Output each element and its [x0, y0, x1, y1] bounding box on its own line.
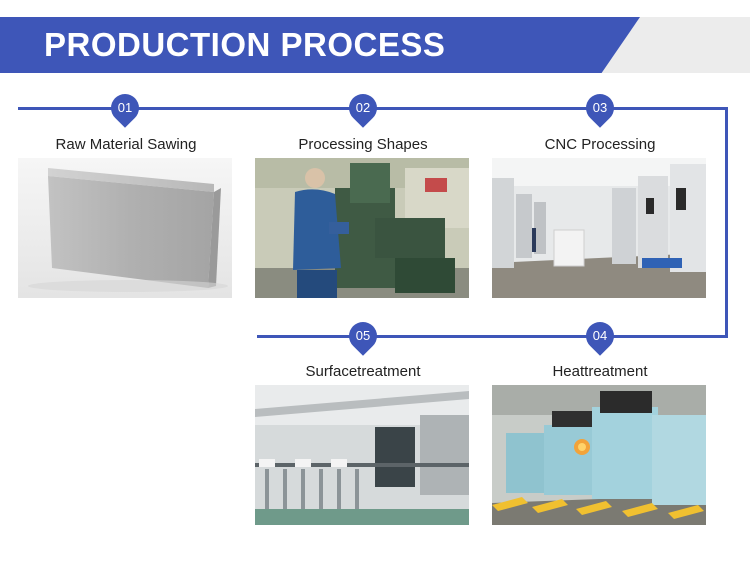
banner — [0, 17, 640, 73]
step-number-04: 04 — [592, 328, 608, 343]
flow-line-right — [725, 107, 728, 338]
step-title-05: Surfacetreatment — [305, 363, 421, 380]
step-number-03: 03 — [592, 100, 608, 115]
step-number-01: 01 — [117, 100, 133, 115]
step-title-01: Raw Material Sawing — [55, 136, 197, 153]
step-image-surface-treatment — [255, 385, 469, 525]
step-title-03: CNC Processing — [544, 136, 656, 153]
flow-line-bottom — [257, 335, 728, 338]
page-title: PRODUCTION PROCESS — [44, 26, 446, 63]
step-title-04: Heattreatment — [552, 363, 648, 380]
step-number-05: 05 — [355, 328, 371, 343]
step-title-02: Processing Shapes — [298, 136, 428, 153]
step-image-heat-treatment-furnaces — [492, 385, 706, 525]
step-number-02: 02 — [355, 100, 371, 115]
step-image-raw-material-block — [18, 158, 232, 298]
step-image-cnc-workshop — [492, 158, 706, 298]
step-image-milling-machine — [255, 158, 469, 298]
